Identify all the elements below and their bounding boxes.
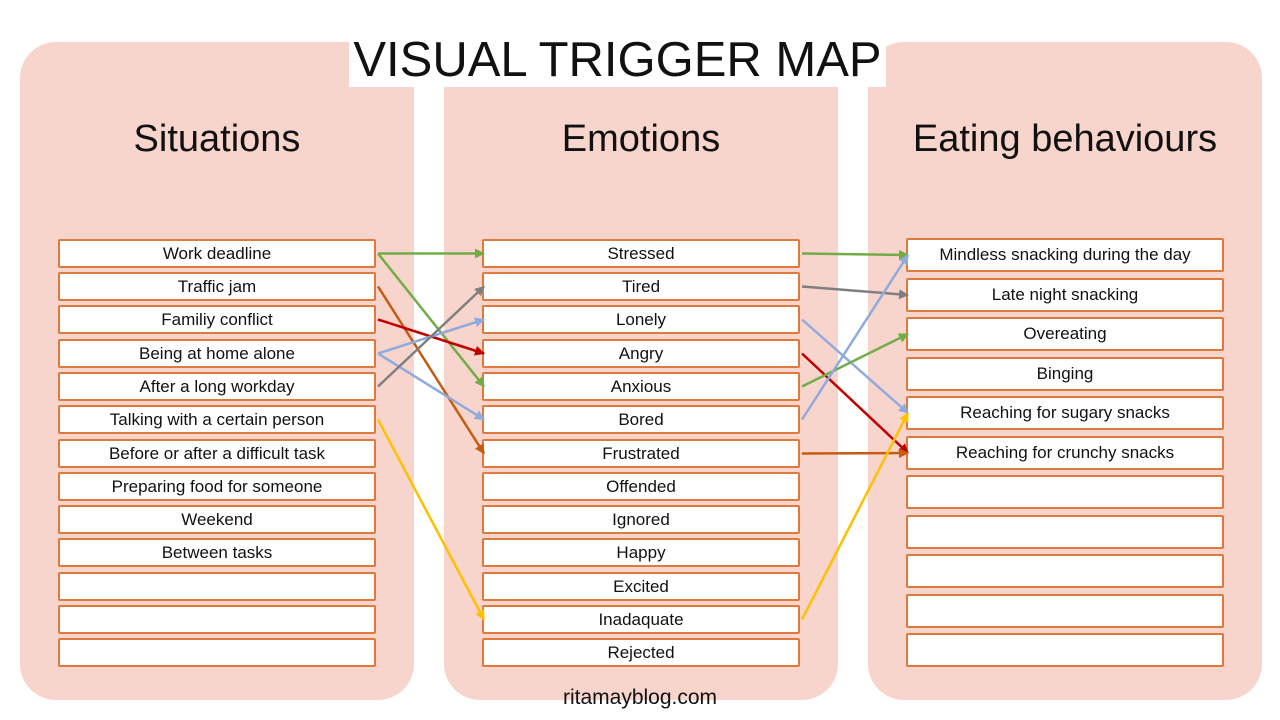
- behaviour-box-empty: [906, 554, 1224, 588]
- emotion-box: Frustrated: [482, 439, 800, 468]
- behaviour-box: Mindless snacking during the day: [906, 238, 1224, 272]
- behaviour-box: Reaching for sugary snacks: [906, 396, 1224, 430]
- behaviour-box-empty: [906, 633, 1224, 667]
- situation-box: Being at home alone: [58, 339, 376, 368]
- situation-box: Weekend: [58, 505, 376, 534]
- behaviour-box: Reaching for crunchy snacks: [906, 436, 1224, 470]
- emotion-box: Bored: [482, 405, 800, 434]
- situation-box: Preparing food for someone: [58, 472, 376, 501]
- behaviour-box: Binging: [906, 357, 1224, 391]
- situation-box: Familiy conflict: [58, 305, 376, 334]
- situation-box: Work deadline: [58, 239, 376, 268]
- behaviour-box-empty: [906, 594, 1224, 628]
- emotions-header: Emotions: [561, 118, 721, 160]
- behaviour-box-empty: [906, 515, 1224, 549]
- situation-box: Traffic jam: [58, 272, 376, 301]
- behaviours-header: Eating behaviours: [912, 118, 1218, 160]
- page-title: VISUAL TRIGGER MAP: [0, 30, 1235, 90]
- emotion-box: Angry: [482, 339, 800, 368]
- emotion-box: Ignored: [482, 505, 800, 534]
- situation-box-empty: [58, 572, 376, 601]
- situation-box: Between tasks: [58, 538, 376, 567]
- emotion-box: Lonely: [482, 305, 800, 334]
- emotion-box: Happy: [482, 538, 800, 567]
- situation-box: Talking with a certain person: [58, 405, 376, 434]
- behaviour-box: Late night snacking: [906, 278, 1224, 312]
- emotion-box: Excited: [482, 572, 800, 601]
- emotion-box: Inadaquate: [482, 605, 800, 634]
- behaviour-box: Overeating: [906, 317, 1224, 351]
- situation-box-empty: [58, 605, 376, 634]
- emotion-box: Tired: [482, 272, 800, 301]
- emotion-box: Anxious: [482, 372, 800, 401]
- situation-box: After a long workday: [58, 372, 376, 401]
- situation-box: Before or after a difficult task: [58, 439, 376, 468]
- footer-credit: ritamayblog.com: [562, 686, 718, 709]
- emotion-box: Offended: [482, 472, 800, 501]
- situations-header: Situations: [133, 118, 301, 160]
- page-title-text: VISUAL TRIGGER MAP: [349, 33, 886, 87]
- emotion-box: Rejected: [482, 638, 800, 667]
- behaviour-box-empty: [906, 475, 1224, 509]
- emotion-box: Stressed: [482, 239, 800, 268]
- situation-box-empty: [58, 638, 376, 667]
